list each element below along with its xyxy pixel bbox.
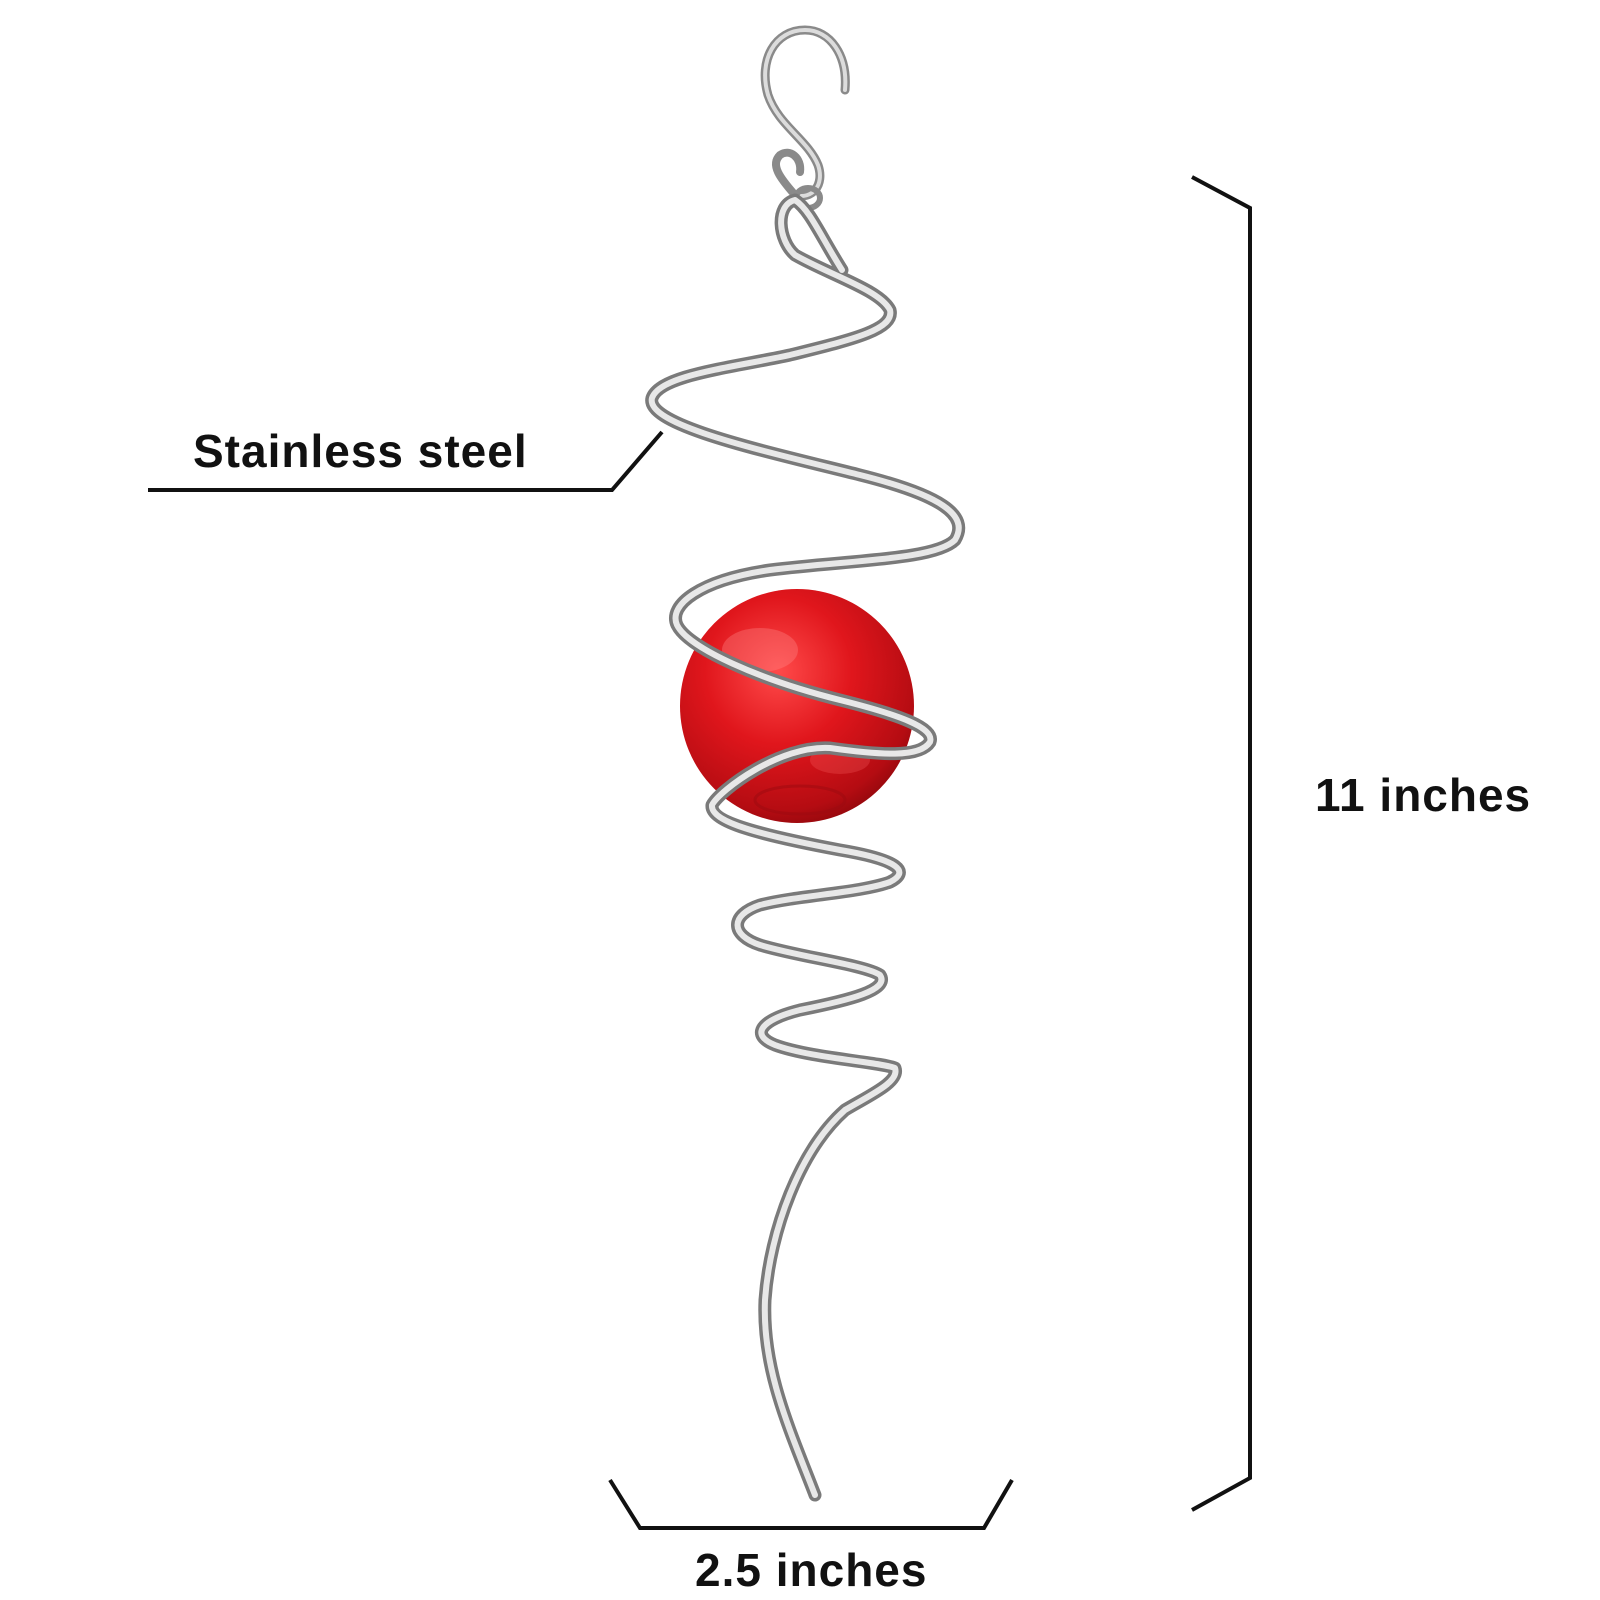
width-dimension-label: 2.5 inches bbox=[695, 1544, 928, 1596]
hook-icon bbox=[760, 25, 850, 211]
stainless-steel-spiral bbox=[645, 193, 966, 1502]
height-bracket bbox=[1191, 175, 1252, 1512]
height-dimension-label: 11 inches bbox=[1315, 769, 1532, 821]
width-bracket bbox=[608, 1478, 1014, 1530]
material-label: Stainless steel bbox=[193, 425, 528, 477]
material-callout-line bbox=[148, 430, 664, 492]
